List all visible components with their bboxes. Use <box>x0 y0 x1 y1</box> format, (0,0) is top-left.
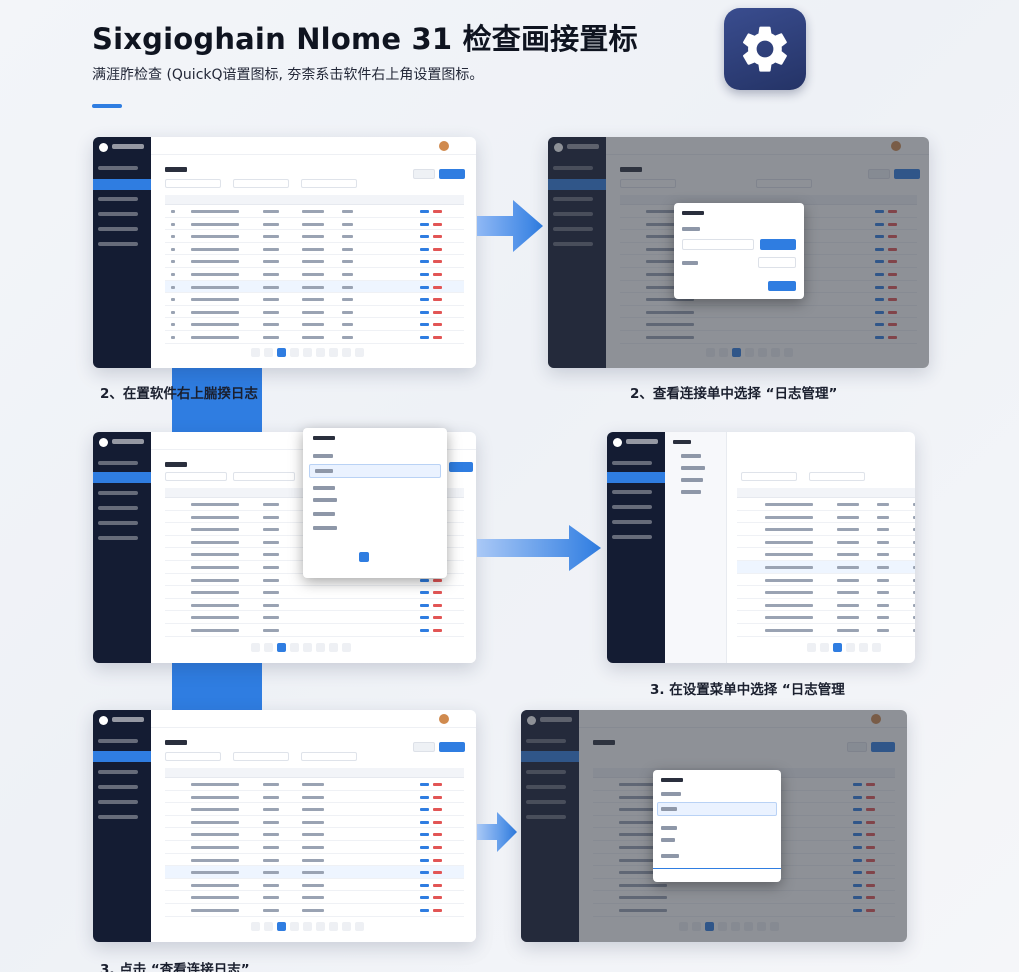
step-caption-2: 2、查看连接单中选择 “日志管理” <box>630 386 838 402</box>
flow-connector-2 <box>172 662 262 712</box>
connection-log-dialog <box>653 770 781 882</box>
settings-dialog <box>674 203 804 299</box>
page-title: Sixgioghain Nlome 31 检查画接置标 <box>92 22 638 56</box>
settings-app-tile <box>724 8 806 90</box>
gear-icon <box>743 26 787 72</box>
screenshot-step-2 <box>548 137 929 368</box>
accent-divider <box>92 104 122 108</box>
screenshot-step-4 <box>607 432 915 663</box>
step-caption-3: 3. 在设置菜单中选择 “日志管理 <box>650 682 845 698</box>
screenshot-step-5 <box>93 710 476 942</box>
screenshot-step-1 <box>93 137 476 368</box>
arrow-right-icon <box>477 525 601 571</box>
settings-dropdown-menu <box>303 428 447 578</box>
arrow-right-icon <box>477 200 543 252</box>
step-caption-1: 2、在置软件右上腨揆日志 <box>100 386 258 402</box>
screenshot-step-6 <box>521 710 907 942</box>
step-caption-4: 3. 点击 “查看连接日志” <box>100 962 250 972</box>
app-sidebar <box>93 137 151 368</box>
flow-connector-1 <box>172 368 262 432</box>
arrow-right-icon <box>477 812 517 852</box>
page-subtitle: 满涯胙检查 (QuickQ谙置图标, 夯柰系击软件右上角设置图标。 <box>92 67 484 83</box>
